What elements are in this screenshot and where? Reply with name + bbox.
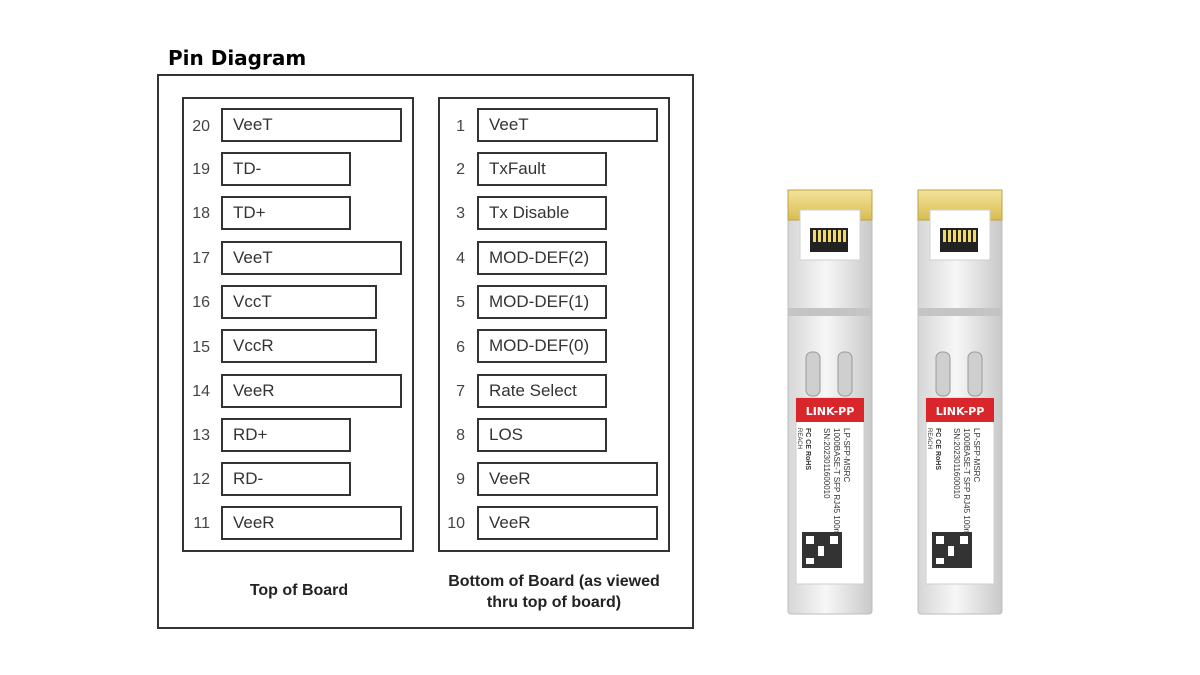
- pin-number: 1: [435, 117, 465, 137]
- bottom-caption-line1: Bottom of Board (as viewed: [430, 571, 678, 592]
- pin-number: 8: [435, 426, 465, 446]
- pin-label-box: VeeT: [477, 108, 658, 142]
- brand-logo-text: LINK-PP: [806, 405, 855, 418]
- pin-number: 12: [180, 470, 210, 490]
- pin-label-box: RD-: [221, 462, 351, 496]
- pin-number: 16: [180, 293, 210, 313]
- pin-label-box: TxFault: [477, 152, 607, 186]
- serial-number: SN:2023011600010: [952, 428, 961, 499]
- pin-label-box: VeeT: [221, 241, 402, 275]
- pin-number: 9: [435, 470, 465, 490]
- pin-number: 19: [180, 160, 210, 180]
- reach-mark: REACH: [796, 428, 802, 449]
- pin-label-box: VeeR: [477, 462, 658, 496]
- pin-label-box: VeeR: [221, 506, 402, 540]
- model-line1: LP-SFP-MSRC: [842, 428, 851, 482]
- pin-label-box: MOD-DEF(1): [477, 285, 607, 319]
- pin-number: 6: [435, 338, 465, 358]
- cert-marks: FC CE RoHS: [934, 428, 941, 470]
- pin-label-box: RD+: [221, 418, 351, 452]
- top-board-caption: Top of Board: [200, 580, 398, 601]
- pin-label-box: VeeR: [221, 374, 402, 408]
- bottom-caption-line2: thru top of board): [430, 592, 678, 613]
- reach-mark: REACH: [926, 428, 932, 449]
- pin-label-box: VccR: [221, 329, 377, 363]
- pin-number: 2: [435, 160, 465, 180]
- pin-number: 18: [180, 204, 210, 224]
- pin-label-box: LOS: [477, 418, 607, 452]
- pin-label-box: TD-: [221, 152, 351, 186]
- pin-label-box: TD+: [221, 196, 351, 230]
- pin-label-box: VeeT: [221, 108, 402, 142]
- pin-number: 5: [435, 293, 465, 313]
- pin-number: 15: [180, 338, 210, 358]
- pin-number: 13: [180, 426, 210, 446]
- model-line2: 1000BASE-T SFP RJ45 100m: [832, 428, 841, 536]
- model-line1: LP-SFP-MSRC: [972, 428, 981, 482]
- pin-label-box: Rate Select: [477, 374, 607, 408]
- pin-number: 4: [435, 249, 465, 269]
- pin-label-box: Tx Disable: [477, 196, 607, 230]
- serial-number: SN:2023011600010: [822, 428, 831, 499]
- pin-number: 17: [180, 249, 210, 269]
- brand-logo-text: LINK-PP: [936, 405, 985, 418]
- bottom-board-caption: Bottom of Board (as viewed thru top of b…: [430, 571, 678, 613]
- pin-label-box: VccT: [221, 285, 377, 319]
- pin-number: 14: [180, 382, 210, 402]
- pin-label-box: VeeR: [477, 506, 658, 540]
- sfp-modules-illustration: LINK-PP LP-SFP-MSRC 1000BASE-T SFP RJ45 …: [770, 180, 1030, 620]
- pin-label-box: MOD-DEF(0): [477, 329, 607, 363]
- pin-label-box: MOD-DEF(2): [477, 241, 607, 275]
- pin-number: 10: [435, 514, 465, 534]
- pin-number: 20: [180, 117, 210, 137]
- model-line2: 1000BASE-T SFP RJ45 100m: [962, 428, 971, 536]
- diagram-title: Pin Diagram: [168, 46, 306, 70]
- pin-number: 7: [435, 382, 465, 402]
- sfp-module-left: LINK-PP LP-SFP-MSRC 1000BASE-T SFP RJ45 …: [788, 190, 872, 614]
- pin-number: 11: [180, 514, 210, 534]
- cert-marks: FC CE RoHS: [804, 428, 811, 470]
- sfp-module-right: LINK-PP LP-SFP-MSRC 1000BASE-T SFP RJ45 …: [918, 190, 1002, 614]
- pin-number: 3: [435, 204, 465, 224]
